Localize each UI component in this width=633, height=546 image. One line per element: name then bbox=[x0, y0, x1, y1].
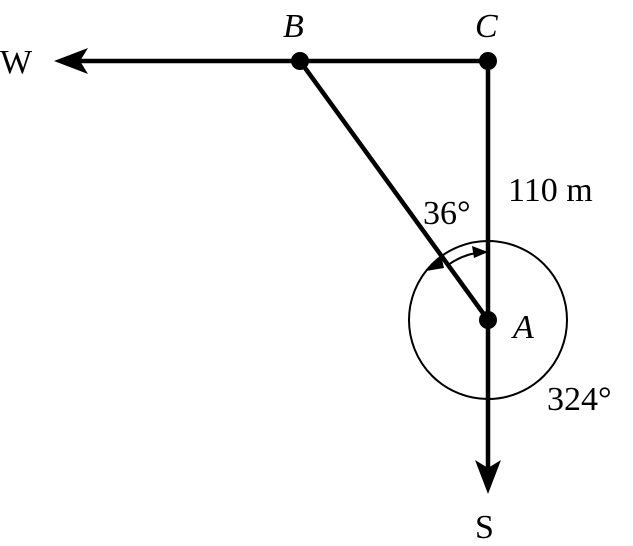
point-c-label: C bbox=[475, 8, 498, 45]
angle-arc-arrow-right bbox=[472, 246, 488, 258]
segment-ab bbox=[298, 59, 490, 322]
point-b-label: B bbox=[283, 8, 304, 45]
angle-arc-arrow-left bbox=[426, 255, 444, 271]
point-a-label: A bbox=[511, 309, 534, 346]
angle-36-label: 36° bbox=[423, 195, 471, 232]
point-b-dot bbox=[291, 52, 309, 70]
angle-324-label: 324° bbox=[547, 381, 612, 418]
west-label: W bbox=[0, 44, 33, 81]
west-arrowhead bbox=[54, 48, 88, 74]
point-a-dot bbox=[479, 311, 497, 329]
point-c-dot bbox=[479, 52, 497, 70]
angle-circle-324 bbox=[408, 240, 568, 400]
distance-label: 110 m bbox=[508, 172, 593, 209]
south-arrowhead bbox=[475, 460, 501, 494]
south-label: S bbox=[475, 509, 494, 546]
